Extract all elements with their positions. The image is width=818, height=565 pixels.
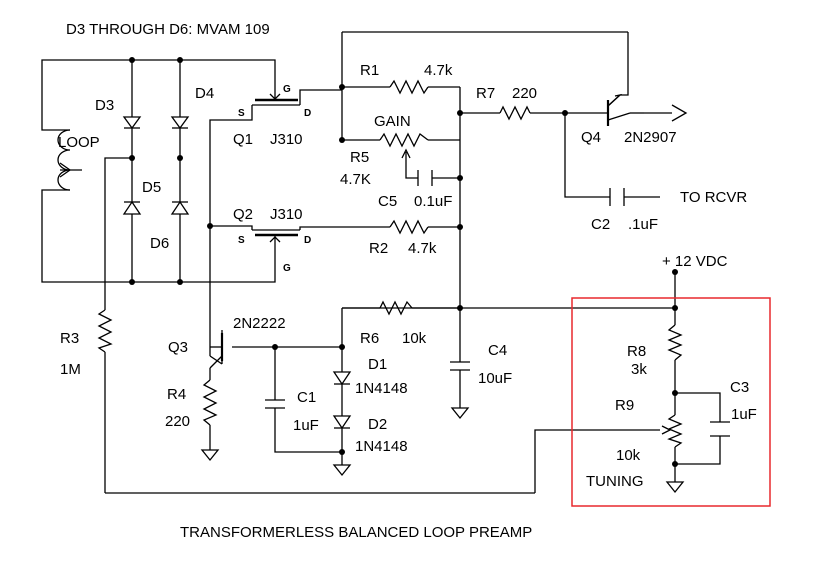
ground-symbol — [450, 407, 470, 420]
diode-d4 — [170, 116, 190, 130]
r5-value: 4.7K — [340, 171, 371, 188]
d1-part: 1N4148 — [355, 380, 408, 397]
d6-label: D6 — [150, 235, 169, 252]
q4-label: Q4 — [581, 129, 601, 146]
resistor-r2 — [389, 219, 429, 235]
ground-symbol — [200, 449, 220, 462]
ground-symbol — [665, 481, 685, 494]
capacitor-c2 — [609, 188, 625, 206]
r6-value: 10k — [402, 330, 427, 347]
r9-value: 10k — [616, 447, 641, 464]
capacitor-c5 — [417, 170, 433, 186]
r5-label: R5 — [350, 149, 369, 166]
q3-part: 2N2222 — [233, 315, 286, 332]
c2-value: .1uF — [628, 216, 658, 233]
r1-label: R1 — [360, 62, 379, 79]
gain-label: GAIN — [374, 113, 411, 130]
r9-label: R9 — [615, 397, 634, 414]
loop-coil — [57, 129, 71, 191]
q2-pin-s: S — [238, 235, 245, 246]
r4-label: R4 — [167, 386, 186, 403]
resistor-r9 — [661, 414, 683, 448]
c1-value: 1uF — [293, 417, 319, 434]
r1-value: 4.7k — [424, 62, 453, 79]
resistor-r3 — [97, 309, 113, 353]
capacitor-c3 — [710, 421, 730, 437]
resistor-r5 — [379, 132, 429, 159]
r8-value: 3k — [631, 361, 647, 378]
ground-symbol — [332, 464, 352, 477]
loop-center-tap-arrow — [59, 162, 82, 178]
r2-label: R2 — [369, 240, 388, 257]
r6-label: R6 — [360, 330, 379, 347]
q2-label: Q2 — [233, 206, 253, 223]
q1-pin-d: D — [304, 108, 311, 119]
q2-part: J310 — [270, 206, 303, 223]
capacitor-c4 — [450, 361, 470, 371]
to-rcvr-label: TO RCVR — [680, 189, 747, 206]
c5-value: 0.1uF — [414, 193, 452, 210]
r3-value: 1M — [60, 361, 81, 378]
r2-value: 4.7k — [408, 240, 437, 257]
resistor-r6 — [379, 300, 413, 316]
d3-label: D3 — [95, 97, 114, 114]
r8-label: R8 — [627, 343, 646, 360]
q2-pin-g: G — [283, 263, 291, 274]
d4-label: D4 — [195, 85, 214, 102]
q2-pin-d: D — [304, 235, 311, 246]
resistor-r7 — [499, 105, 531, 121]
d5-label: D5 — [142, 179, 161, 196]
diagram-caption: TRANSFORMERLESS BALANCED LOOP PREAMP — [180, 524, 532, 541]
d2-part: 1N4148 — [355, 438, 408, 455]
resistor-r1 — [389, 79, 429, 95]
c1-label: C1 — [297, 389, 316, 406]
c3-label: C3 — [730, 379, 749, 396]
r7-value: 220 — [512, 85, 537, 102]
c3-value: 1uF — [731, 406, 757, 423]
tuning-section-highlight — [571, 297, 771, 507]
supply-label: + 12 VDC — [662, 253, 728, 270]
c2-label: C2 — [591, 216, 610, 233]
q1-part: J310 — [270, 131, 303, 148]
resistor-r8 — [667, 324, 683, 361]
r3-label: R3 — [60, 330, 79, 347]
loop-label: LOOP — [58, 134, 100, 151]
tuning-label: TUNING — [586, 473, 644, 490]
diode-d6 — [170, 200, 190, 215]
c4-value: 10uF — [478, 370, 512, 387]
capacitor-c1 — [265, 399, 285, 409]
c4-label: C4 — [488, 342, 507, 359]
d2-label: D2 — [368, 416, 387, 433]
q4-part: 2N2907 — [624, 129, 677, 146]
title-text: D3 THROUGH D6: MVAM 109 — [66, 21, 270, 38]
diode-d3 — [122, 116, 142, 130]
q3-label: Q3 — [168, 339, 188, 356]
junction-dots — [129, 57, 678, 467]
diode-d2 — [332, 415, 352, 430]
transistor-q4 — [606, 93, 688, 126]
diode-d5 — [122, 200, 142, 215]
jfet-q1 — [255, 90, 298, 102]
c5-label: C5 — [378, 193, 397, 210]
r4-value: 220 — [165, 413, 190, 430]
q1-label: Q1 — [233, 131, 253, 148]
jfet-q2 — [255, 233, 298, 246]
q1-pin-g: G — [283, 84, 291, 95]
q1-pin-s: S — [238, 108, 245, 119]
diode-d1 — [332, 371, 352, 386]
resistor-r4 — [202, 379, 218, 426]
d1-label: D1 — [368, 356, 387, 373]
r7-label: R7 — [476, 85, 495, 102]
